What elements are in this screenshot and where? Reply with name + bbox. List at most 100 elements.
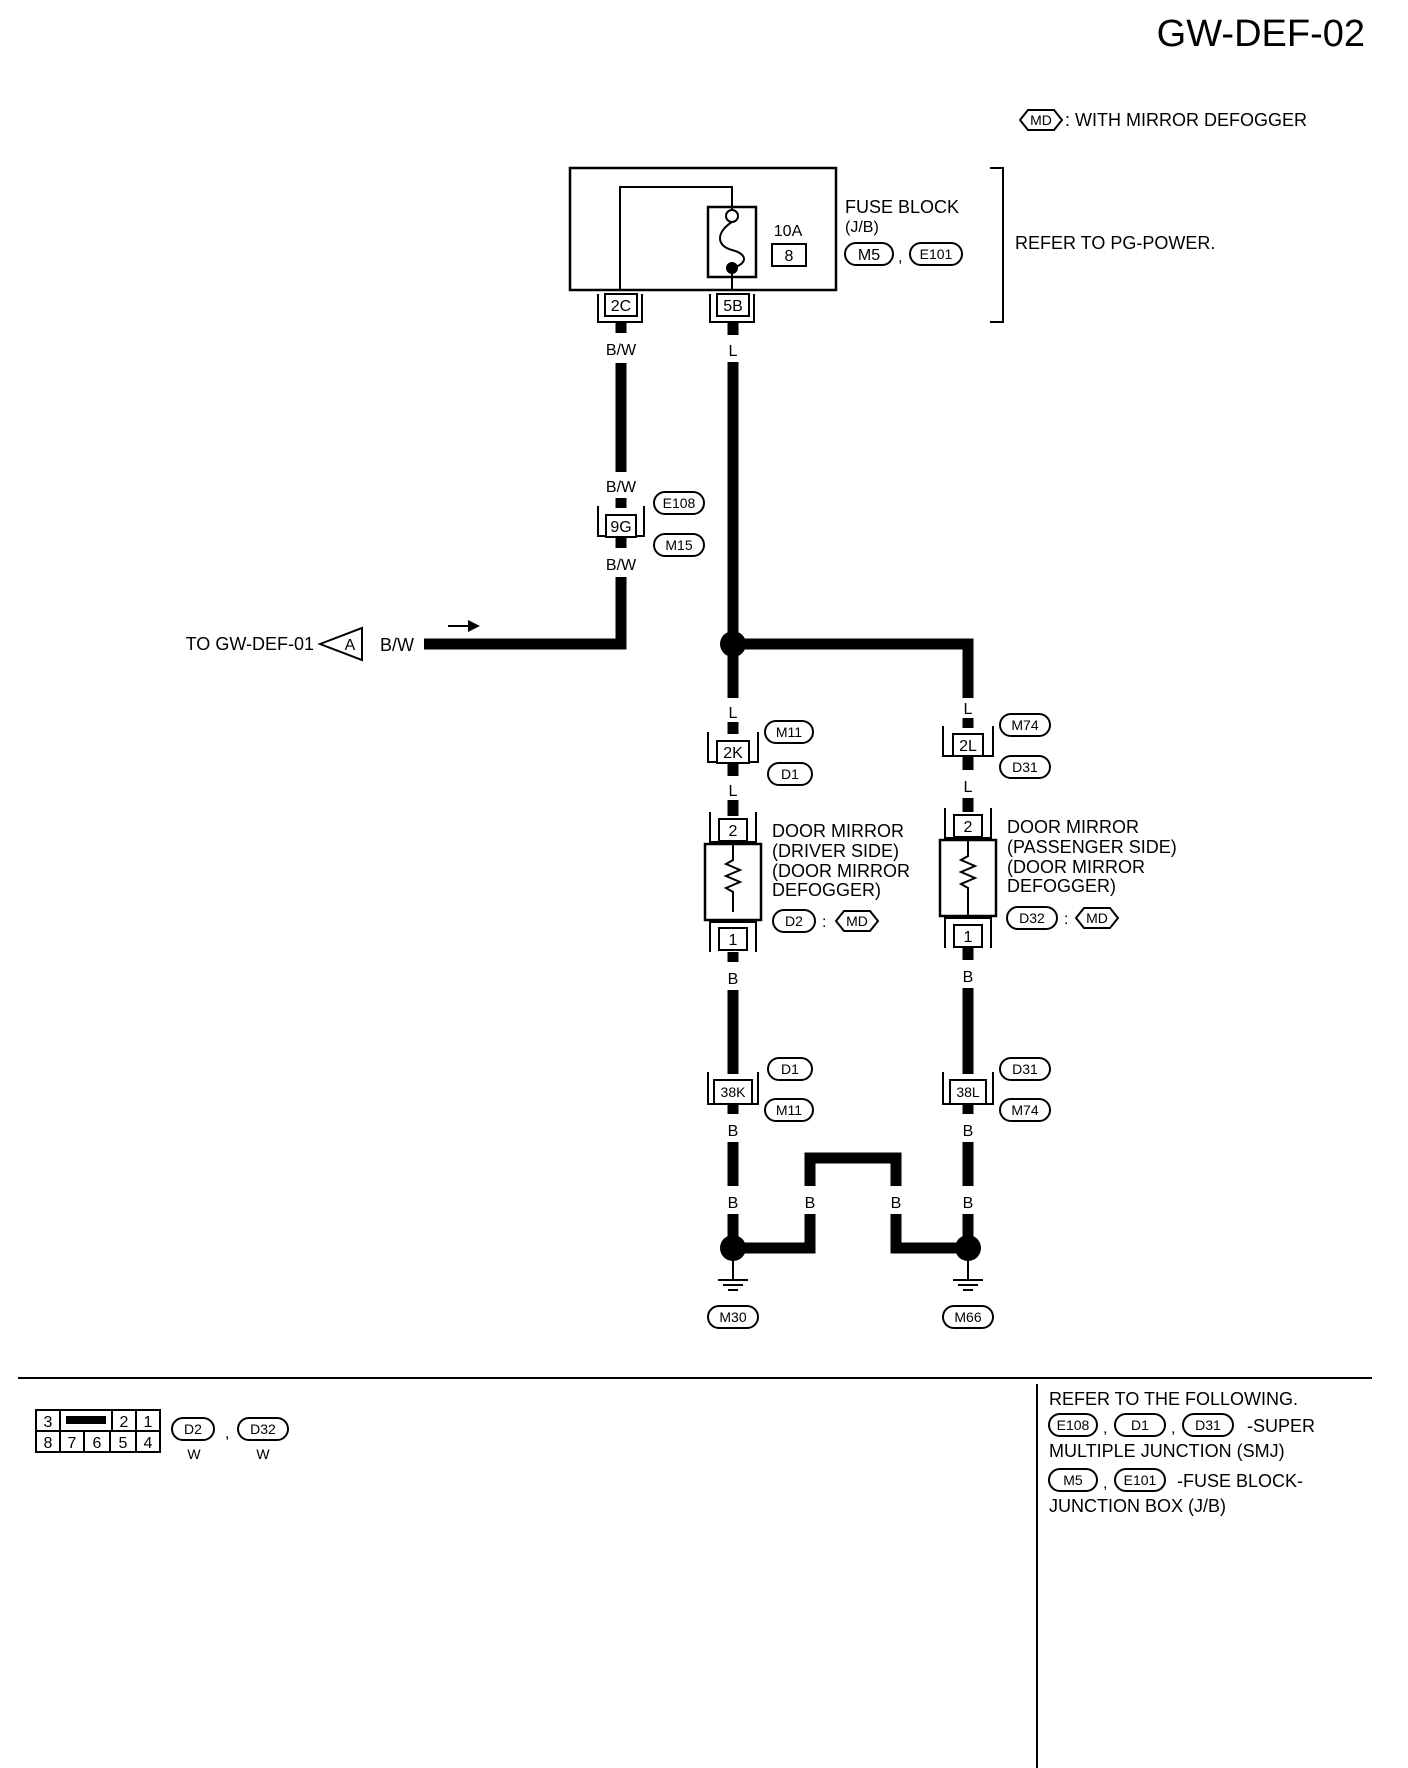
passenger-label-1: DOOR MIRROR (1007, 817, 1139, 837)
driver-pin-2-label: 2 (729, 823, 738, 840)
conn-badge-m5 (844, 242, 894, 266)
conn-badge-m15 (653, 533, 705, 557)
conn-label-m74-ground: M74 (1011, 1102, 1038, 1118)
conn-badge-d31 (999, 755, 1051, 779)
pin-label: 6 (93, 1435, 102, 1452)
md-badge-outline (1018, 109, 1064, 131)
refer-jb-text: -FUSE BLOCK- (1177, 1471, 1303, 1491)
wire-label-l-driver-2: L (729, 783, 738, 800)
fuse-top-terminal (725, 209, 739, 223)
colon: : (822, 914, 826, 931)
fuse-block-jb: (J/B) (845, 219, 879, 236)
wire-label-b-driver-2: B (728, 1123, 739, 1140)
conn-label-d2-face: D2 (184, 1421, 202, 1437)
conn-badge-d1 (767, 762, 813, 786)
conn-label-d32: D32 (1019, 910, 1045, 926)
conn-label-e108-ref[interactable]: E108 (1057, 1417, 1090, 1433)
refer-jb-line: JUNCTION BOX (J/B) (1049, 1496, 1226, 1516)
conn-badge-d32-face (237, 1417, 289, 1441)
conn-label-d1-ref[interactable]: D1 (1131, 1417, 1149, 1433)
refer-heading: REFER TO THE FOLLOWING. (1049, 1389, 1298, 1409)
conn-badge-d1-ground (767, 1057, 813, 1081)
pin-label: 3 (44, 1414, 53, 1431)
wire-label-bw-4: B/W (380, 635, 414, 655)
wire-label-bw-3: B/W (606, 557, 637, 574)
md-badge-text: MD (1030, 112, 1052, 128)
wire-label-l-pass-1: L (964, 701, 973, 718)
conn-label-d31-ground: D31 (1012, 1061, 1038, 1077)
ground-label-m30: M30 (719, 1309, 746, 1325)
comma: , (225, 1425, 229, 1442)
colon: : (1064, 911, 1068, 928)
conn-label-m15: M15 (665, 537, 692, 553)
wire-label-b-cross-2: B (891, 1195, 902, 1212)
conn-badge-d31-ref (1182, 1413, 1234, 1437)
md-badge-passenger-outline (1074, 907, 1120, 929)
driver-branch: L 2K M11 D1 L 2 1 DOOR MIRROR (DRIVER SI… (703, 705, 910, 1329)
terminal-5b-label: 5B (723, 298, 743, 315)
refer-bracket (990, 167, 1004, 323)
junction-38k-label: 38K (721, 1084, 747, 1100)
driver-label-4: DEFOGGER) (772, 880, 881, 900)
md-badge-driver: MD (846, 913, 868, 929)
pin-label: 8 (44, 1435, 53, 1452)
wire-label-bw-2: B/W (606, 479, 637, 496)
comma: , (1103, 1420, 1107, 1437)
wire-label-b-cross-1: B (805, 1195, 816, 1212)
conn-badge-m74-ground (999, 1098, 1051, 1122)
wire-l: L (720, 322, 974, 698)
legend-md-text: : WITH MIRROR DEFOGGER (1065, 110, 1307, 130)
fuse-number-box (771, 243, 807, 267)
conn-label-d1: D1 (781, 766, 799, 782)
terminal-2c (604, 293, 638, 317)
page-code: GW-DEF-02 (1157, 13, 1365, 55)
conn-label-m5-ref[interactable]: M5 (1063, 1472, 1083, 1488)
conn-badge-m74 (999, 713, 1051, 737)
connector-color-d32: W (256, 1446, 270, 1462)
conn-label-m74: M74 (1011, 717, 1038, 733)
legend-md: MD : WITH MIRROR DEFOGGER (1018, 109, 1307, 131)
junction-9g-label: 9G (610, 519, 631, 536)
conn-label-d31: D31 (1012, 759, 1038, 775)
fuse-rating: 10A (774, 223, 803, 240)
driver-pin-1-label: 1 (729, 932, 738, 949)
passenger-pin-2-label: 2 (964, 819, 973, 836)
conn-label-e101-ref[interactable]: E101 (1124, 1472, 1157, 1488)
wire-label-b-pass-1: B (963, 969, 974, 986)
pin-label: 5 (119, 1435, 128, 1452)
conn-badge-m11 (764, 720, 814, 744)
connector-face: 3 2 1 8 7 6 5 4 D2 , D32 W W (35, 1409, 289, 1462)
passenger-label-4: DEFOGGER) (1007, 876, 1116, 896)
passenger-branch: L 2L M74 D31 L 2 1 DOOR MIRROR (PASSENGE… (938, 701, 1177, 1329)
wire-label-l-pass-2: L (964, 779, 973, 796)
conn-badge-d2 (772, 909, 816, 933)
fuse-internal-wire (619, 186, 733, 290)
md-badge-passenger: MD (1086, 910, 1108, 926)
wire-label-l-1: L (729, 343, 738, 360)
pin-label: 7 (68, 1435, 77, 1452)
comma: , (898, 249, 902, 266)
wire-bw: B/W B/W 9G E108 M15 B/W B/W A TO GW-DEF-… (186, 322, 705, 662)
comma: , (1103, 1475, 1107, 1492)
off-page-connector-icon (317, 626, 363, 662)
passenger-pin-1-label: 1 (964, 929, 973, 946)
off-page-text[interactable]: TO GW-DEF-01 (186, 634, 314, 654)
ground-badge-m30 (707, 1305, 759, 1329)
conn-label-m11: M11 (776, 724, 802, 740)
conn-label-e101: E101 (920, 246, 953, 262)
pin-label: 4 (144, 1435, 153, 1452)
refer-smj-text: -SUPER (1247, 1416, 1315, 1436)
junction-2l-label: 2L (959, 738, 977, 755)
ground-crosslink: B B (733, 1152, 968, 1254)
passenger-pin-1 (953, 924, 983, 948)
conn-badge-e108 (653, 491, 705, 515)
conn-label-d31-ref[interactable]: D31 (1195, 1417, 1221, 1433)
conn-badge-e101 (909, 242, 963, 266)
conn-badge-e101-ref (1114, 1468, 1166, 1492)
comma: , (1171, 1420, 1175, 1437)
junction-2k-label: 2K (723, 745, 743, 762)
fuse-element-icon (719, 221, 745, 269)
conn-badge-m5-ref (1048, 1468, 1098, 1492)
md-badge-driver-outline (834, 910, 880, 932)
